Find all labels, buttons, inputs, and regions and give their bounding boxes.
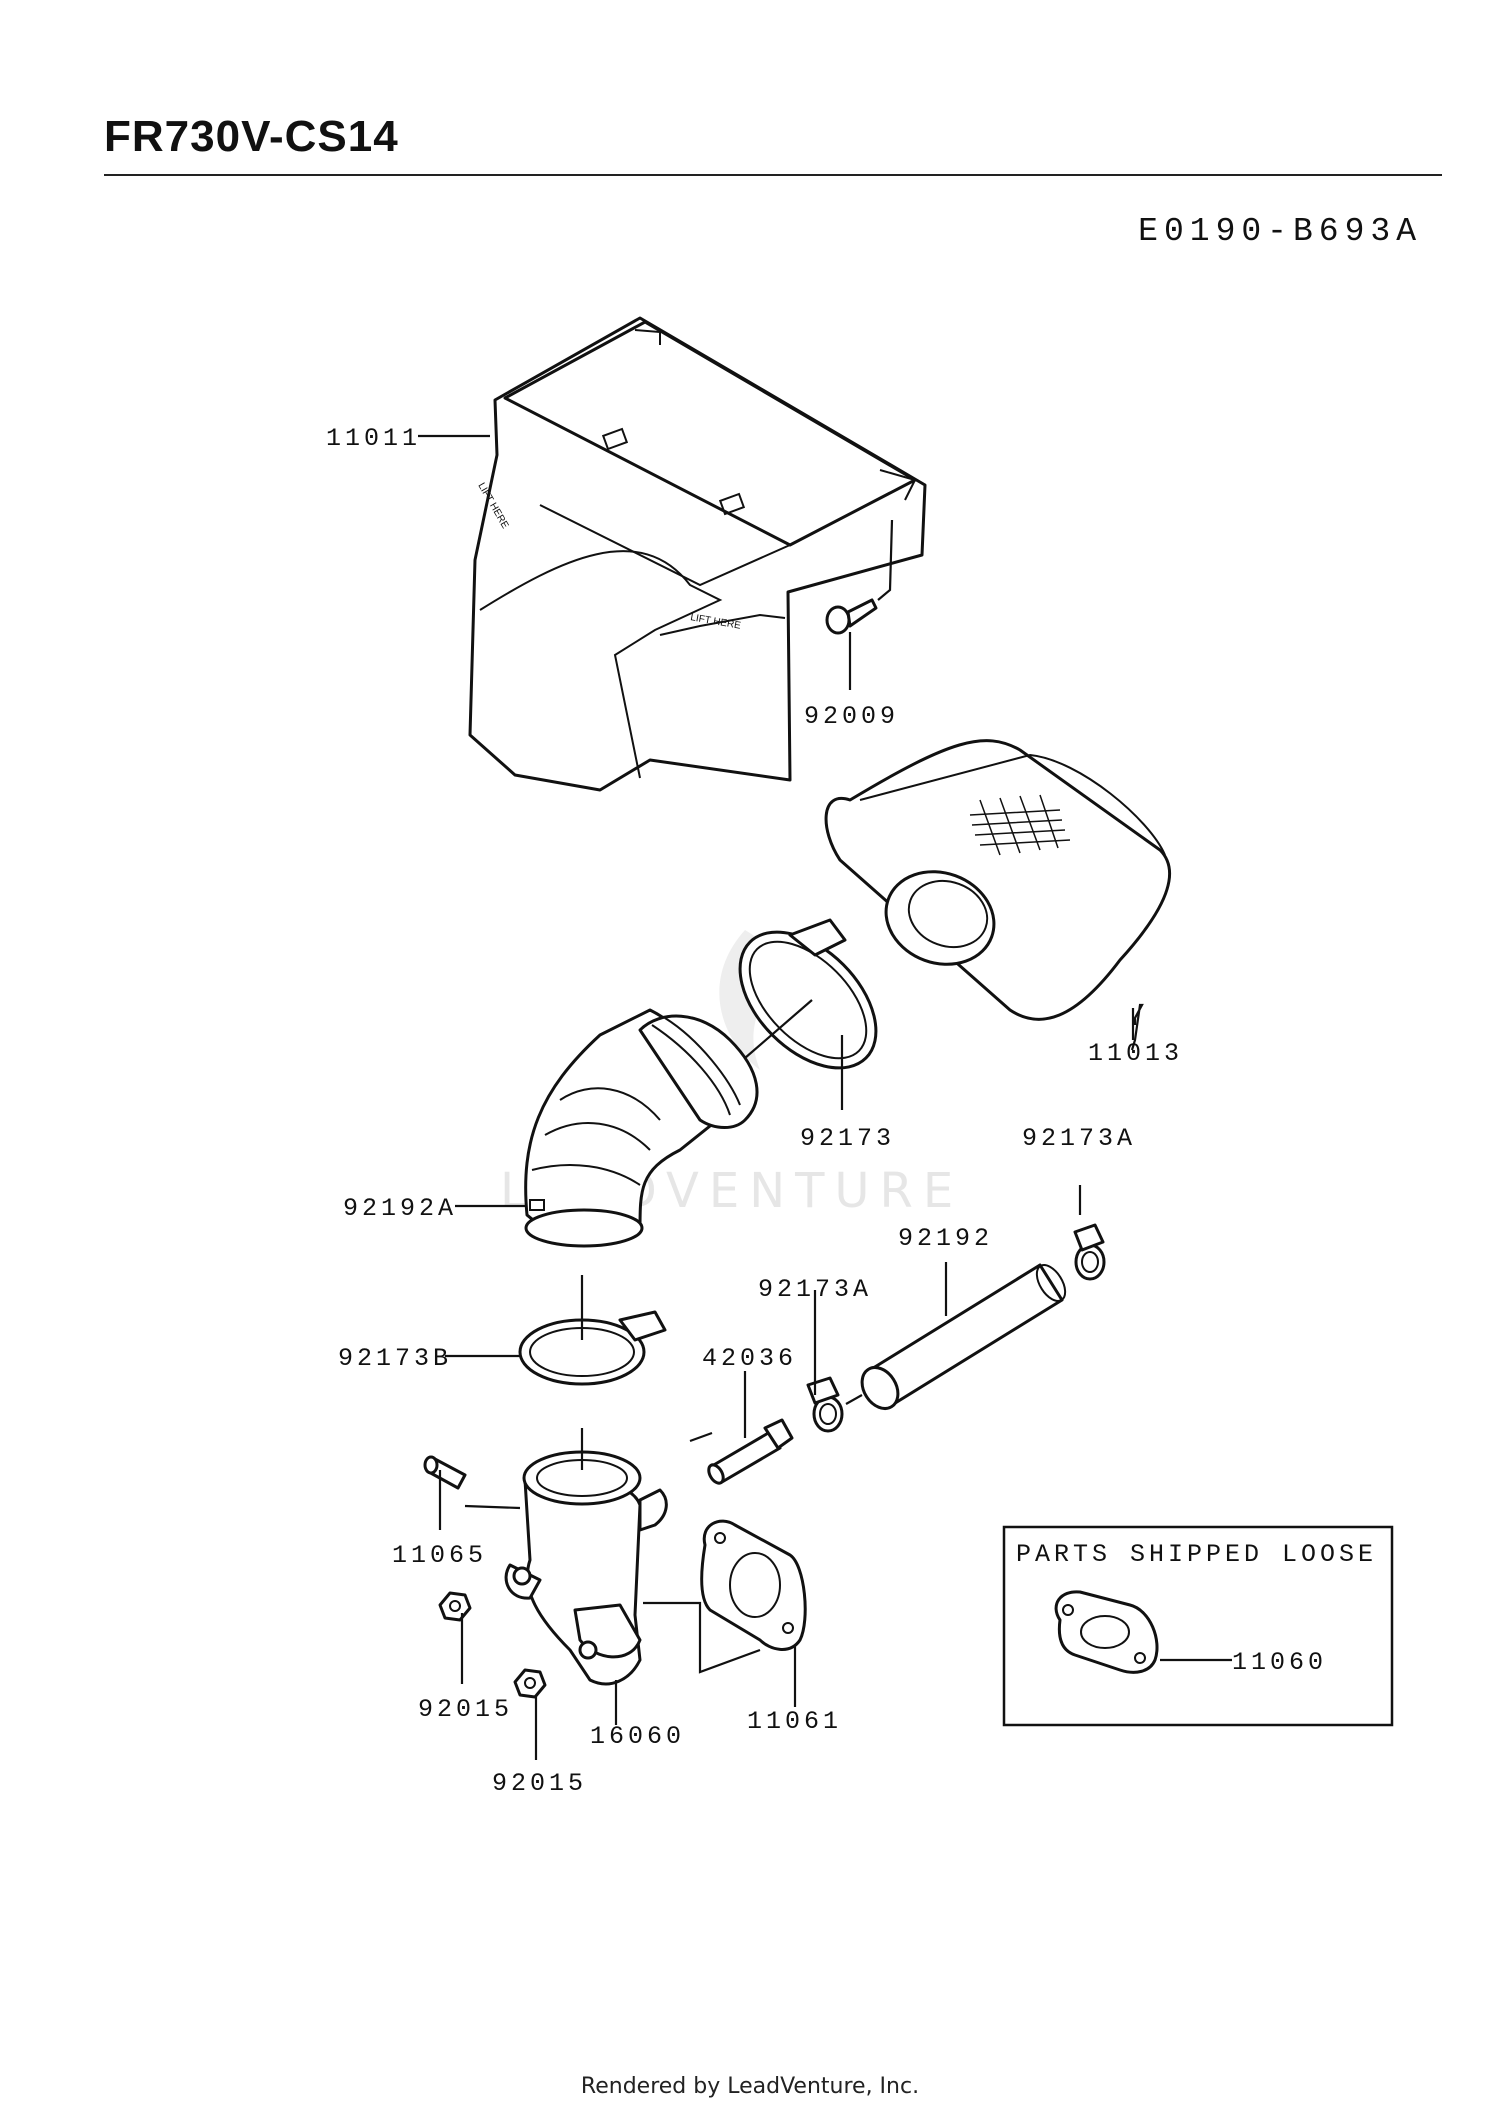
diagram-code: E0190-B693A [1138, 213, 1422, 250]
footer-credit: Rendered by LeadVenture, Inc. [580, 2074, 920, 2099]
gasket-11061[interactable] [700, 1519, 807, 1651]
callout-92015-b[interactable]: 92015 [492, 1769, 587, 1798]
screw-92009[interactable] [825, 598, 878, 635]
page-title: FR730V-CS14 [104, 112, 399, 161]
gasket-11060[interactable] [1054, 1590, 1159, 1674]
callout-11060[interactable]: 11060 [1232, 1648, 1327, 1677]
callout-92173[interactable]: 92173 [800, 1124, 895, 1153]
callout-labels: 11011 92009 11013 92173 92173A 92192A 92… [326, 424, 1327, 1798]
callout-11065[interactable]: 11065 [392, 1541, 487, 1570]
callout-92173A-top[interactable]: 92173A [1022, 1124, 1136, 1153]
hose-clamp-92173B[interactable] [518, 1310, 667, 1386]
callout-92173A-mid[interactable]: 92173A [758, 1275, 872, 1304]
title-divider [104, 174, 1442, 176]
callout-11013[interactable]: 11013 [1088, 1039, 1183, 1068]
fitting-42036[interactable] [706, 1418, 794, 1486]
intake-pipe-16060[interactable] [504, 1450, 668, 1686]
nut-92015-b[interactable] [513, 1668, 547, 1699]
hose-clamp-92173A-mid[interactable] [806, 1376, 844, 1433]
callout-11011[interactable]: 11011 [326, 424, 421, 453]
callout-92192[interactable]: 92192 [898, 1224, 993, 1253]
callout-11061[interactable]: 11061 [747, 1707, 842, 1736]
parts-shipped-loose-box: PARTS SHIPPED LOOSE [1002, 1525, 1394, 1727]
nut-92015-a[interactable] [438, 1591, 472, 1622]
air-filter-element[interactable] [824, 739, 1172, 1021]
hose-clamp-92173A-top[interactable] [1073, 1223, 1106, 1281]
dowel-pin-11065[interactable] [423, 1455, 467, 1490]
callout-92192A[interactable]: 92192A [343, 1194, 457, 1223]
callout-16060[interactable]: 16060 [590, 1722, 685, 1751]
callout-92015-a[interactable]: 92015 [418, 1695, 513, 1724]
callout-92173B[interactable]: 92173B [338, 1344, 452, 1373]
callout-92009[interactable]: 92009 [804, 702, 899, 731]
callout-42036[interactable]: 42036 [702, 1344, 797, 1373]
breather-hose-92192[interactable] [855, 1260, 1071, 1415]
leader-lines [418, 434, 1232, 1760]
parts-box-title: PARTS SHIPPED LOOSE [1016, 1540, 1377, 1569]
elbow-hose-92192A[interactable] [524, 1008, 759, 1248]
